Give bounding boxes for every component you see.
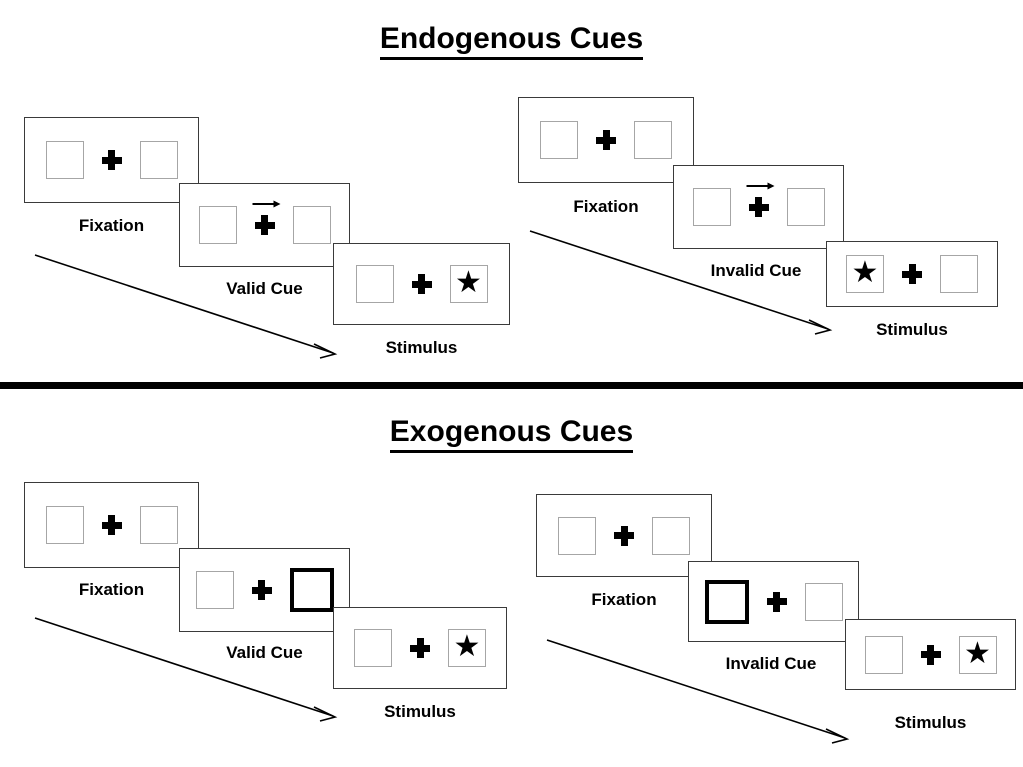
target-box-left — [558, 516, 596, 555]
target-box-left — [355, 265, 394, 303]
frame-caption-fixation: Fixation — [78, 580, 145, 599]
target-box-left — [45, 506, 84, 544]
arrow-right-icon — [745, 181, 775, 191]
target-box-right — [139, 506, 178, 544]
fixation-cross-icon — [920, 644, 941, 665]
fixation-cross-slot — [84, 515, 140, 535]
target-box-left — [540, 121, 578, 159]
frame-caption-stimulus: Stimulus — [384, 702, 456, 721]
target-box-right: ★ — [448, 629, 486, 667]
frame-caption-stimulus: Stimulus — [894, 713, 967, 732]
fixation-cross-slot — [237, 200, 293, 235]
fixation-cross-icon — [596, 130, 616, 150]
fixation-cross-slot — [884, 264, 940, 284]
fixation-cross-slot — [749, 591, 805, 612]
section-title-endogenous: Endogenous Cues — [0, 22, 1023, 60]
fixation-cross-icon — [101, 515, 122, 535]
target-box-left: ★ — [846, 255, 884, 293]
target-box-right — [786, 188, 825, 226]
fixation-cross-icon — [410, 638, 430, 658]
target-box-left — [45, 141, 84, 179]
fixation-cross-icon — [101, 150, 122, 170]
target-box-right: ★ — [958, 635, 997, 674]
time-progression-arrow-icon — [33, 252, 345, 362]
star-stimulus-icon: ★ — [453, 630, 481, 663]
trial-frame-valid-cue — [179, 548, 350, 632]
trial-frame-fixation — [536, 494, 712, 577]
fixation-cross-icon — [411, 274, 432, 294]
arrow-right-icon — [251, 199, 281, 209]
frame-caption-fixation: Fixation — [591, 590, 657, 609]
fixation-cross-slot — [903, 644, 959, 665]
target-box-left — [354, 629, 392, 667]
fixation-cross-slot — [392, 638, 448, 658]
trial-frame-stimulus: ★ — [826, 241, 998, 307]
target-box-left — [198, 206, 237, 244]
target-box-right: ★ — [449, 265, 488, 303]
fixation-cross-icon — [251, 580, 272, 600]
trial-frame-invalid-cue — [688, 561, 859, 642]
fixation-cross-slot — [234, 580, 290, 600]
trial-frame-fixation — [518, 97, 694, 183]
fixation-cross-icon — [766, 591, 787, 612]
trial-frame-stimulus: ★ — [845, 619, 1016, 690]
target-box-left — [864, 635, 903, 674]
star-stimulus-icon: ★ — [964, 636, 991, 670]
frame-caption-valid-cue: Valid Cue — [226, 643, 303, 662]
fixation-cross-slot — [578, 130, 634, 150]
section-title-endogenous-text: Endogenous Cues — [379, 22, 644, 60]
frame-caption-stimulus: Stimulus — [876, 320, 948, 339]
star-stimulus-icon: ★ — [851, 256, 879, 289]
section-title-exogenous-text: Exogenous Cues — [389, 415, 634, 453]
trial-frame-stimulus: ★ — [333, 243, 510, 325]
fixation-cross-icon — [254, 215, 275, 235]
target-box-right — [652, 516, 690, 555]
star-stimulus-icon: ★ — [455, 266, 482, 299]
trial-frame-stimulus: ★ — [333, 607, 507, 689]
target-box-left-cued — [704, 579, 749, 624]
frame-caption-invalid-cue: Invalid Cue — [725, 654, 817, 673]
target-box-left — [195, 571, 234, 609]
target-box-right — [634, 121, 672, 159]
frame-caption-stimulus: Stimulus — [385, 338, 458, 357]
target-box-right — [139, 141, 178, 179]
target-box-left — [692, 188, 731, 226]
target-box-right — [292, 206, 331, 244]
section-divider — [0, 382, 1023, 389]
frame-caption-fixation: Fixation — [78, 216, 145, 235]
section-title-exogenous: Exogenous Cues — [0, 415, 1023, 453]
trial-frame-fixation — [24, 482, 199, 568]
fixation-cross-slot — [84, 150, 140, 170]
fixation-cross-icon — [902, 264, 922, 284]
target-box-right-cued — [289, 568, 334, 612]
fixation-cross-slot — [394, 274, 450, 294]
fixation-cross-slot — [731, 182, 787, 217]
frame-caption-valid-cue: Valid Cue — [226, 279, 303, 298]
fixation-cross-slot — [596, 525, 652, 546]
fixation-cross-icon — [748, 197, 769, 217]
frame-caption-invalid-cue: Invalid Cue — [710, 261, 802, 280]
trial-frame-fixation — [24, 117, 199, 203]
target-box-right — [804, 582, 843, 621]
fixation-cross-icon — [614, 525, 634, 546]
trial-frame-valid-cue — [179, 183, 350, 267]
frame-caption-fixation: Fixation — [573, 197, 639, 216]
target-box-right — [940, 255, 978, 293]
trial-frame-invalid-cue — [673, 165, 844, 249]
